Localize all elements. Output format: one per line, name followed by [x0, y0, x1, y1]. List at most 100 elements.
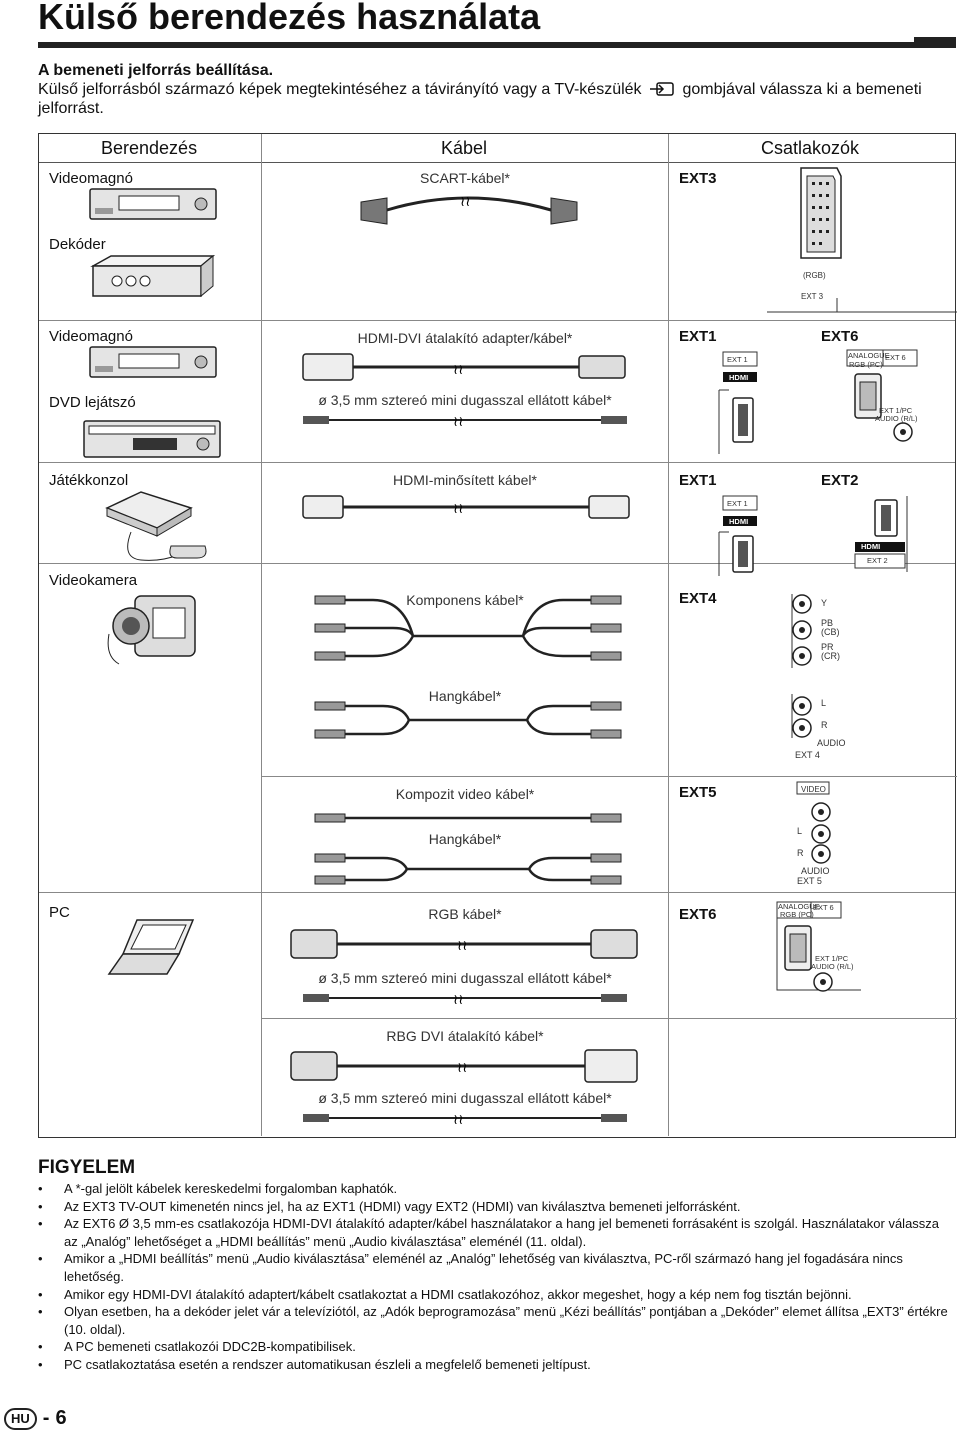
note-item: Amikor a „HDMI beállítás” menü „Audio ki…	[38, 1250, 954, 1285]
header-cable: Kábel	[441, 138, 488, 158]
port-label-l: L	[821, 698, 827, 708]
port-label-cr: (CR)	[821, 651, 840, 661]
port-label-ext3: EXT 3	[801, 292, 824, 301]
port-label-rgb: (RGB)	[803, 271, 826, 280]
cable-label-mini-jack: ø 3,5 mm sztereó mini dugasszal ellátott…	[318, 1090, 612, 1106]
vcr-illustration	[89, 188, 217, 220]
svg-text:≀≀: ≀≀	[457, 938, 468, 954]
port-label-cb: (CB)	[821, 627, 840, 637]
terminal-ext6: EXT6	[679, 906, 717, 923]
device-decoder: Dekóder	[49, 236, 106, 253]
notes-heading: FIGYELEM	[38, 1157, 136, 1178]
port-label-video: VIDEO	[801, 785, 826, 794]
composite-cable	[314, 813, 622, 823]
port-label-r: R	[797, 848, 804, 858]
note-item: Amikor egy HDMI-DVI átalakító adaptert/k…	[38, 1286, 954, 1304]
section-subheading: A bemeneti jelforrás beállítása.	[38, 62, 274, 79]
port-label-ext6: EXT 6	[813, 903, 834, 912]
port-label-ext5: EXT 5	[797, 876, 822, 886]
header-equipment: Berendezés	[101, 138, 198, 158]
audio-cable	[314, 701, 622, 739]
cable-label-mini-jack: ø 3,5 mm sztereó mini dugasszal ellátott…	[318, 392, 612, 408]
port-label-ext2: EXT 2	[867, 556, 888, 565]
page-footer: HU - 6	[4, 1407, 67, 1430]
notes-list: A *-gal jelölt kábelek kereskedelmi forg…	[38, 1180, 954, 1374]
dvd-player-illustration	[83, 420, 221, 458]
header-divider	[39, 162, 955, 163]
port-label-pr: PR	[821, 642, 834, 652]
column-divider	[668, 134, 669, 1136]
scart-port	[800, 167, 842, 259]
port-label-audio: AUDIO	[801, 866, 830, 876]
svg-text:≀≀: ≀≀	[453, 1112, 464, 1128]
port-label-ext1: EXT 1	[727, 499, 748, 508]
vcr-illustration	[89, 346, 217, 378]
row-divider	[39, 563, 955, 564]
hdmi-port-ext1	[718, 351, 758, 454]
rgb-dvi-cable: ≀≀	[290, 1049, 638, 1083]
hdmi-logo: HDMI	[729, 517, 749, 526]
laptop-illustration	[107, 919, 195, 975]
cable-label-rgb: RGB kábel*	[428, 906, 502, 922]
svg-text:≀≀: ≀≀	[453, 362, 464, 378]
mini-jack-cable: ≀≀	[303, 1112, 627, 1128]
port-bracket	[767, 298, 957, 313]
row-divider	[39, 462, 955, 463]
port-label-rgb-pc: RGB (PC)	[849, 360, 883, 369]
device-pc: PC	[49, 904, 70, 921]
svg-text:≀≀: ≀≀	[460, 194, 471, 210]
terminal-ext2: EXT2	[821, 472, 859, 489]
header-terminals: Csatlakozók	[761, 138, 860, 158]
composite-audio-ports	[796, 781, 831, 864]
component-cable	[314, 595, 622, 661]
terminal-ext1: EXT1	[679, 472, 717, 489]
cable-label-hdmi-dvi: HDMI-DVI átalakító adapter/kábel*	[357, 330, 573, 346]
decoder-illustration	[90, 254, 216, 298]
game-console-illustration	[105, 491, 207, 561]
terminal-ext6: EXT6	[821, 328, 859, 345]
svg-text:≀≀: ≀≀	[457, 1060, 468, 1076]
note-item: Az EXT6 Ø 3,5 mm-es csatlakozója HDMI-DV…	[38, 1215, 954, 1250]
port-label-ext6: EXT 6	[885, 353, 906, 362]
input-source-icon	[650, 82, 674, 96]
cable-label-scart: SCART-kábel*	[419, 170, 511, 186]
port-label-analogue: ANALOGUE	[778, 902, 820, 911]
cable-label-mini-jack: ø 3,5 mm sztereó mini dugasszal ellátott…	[318, 970, 612, 986]
row-divider	[261, 1018, 957, 1019]
hdmi-logo: HDMI	[861, 542, 881, 551]
component-audio-ports	[791, 594, 812, 738]
cable-label-hdmi: HDMI-minősített kábel*	[393, 472, 537, 488]
note-item: Olyan esetben, ha a dekóder jelet vár a …	[38, 1303, 954, 1338]
mini-jack-cable: ≀≀	[303, 992, 627, 1008]
row-divider	[39, 320, 955, 321]
hdmi-cable: ≀≀	[302, 495, 630, 519]
hdmi-dvi-cable: ≀≀	[302, 353, 626, 381]
port-label-y: Y	[821, 598, 828, 608]
vga-port-ext6	[776, 901, 861, 992]
port-label-ext1pc: EXT 1/PC	[815, 954, 849, 963]
cable-label-audio: Hangkábel*	[428, 831, 502, 847]
svg-text:≀≀: ≀≀	[453, 414, 464, 430]
cable-label-component: Komponens kábel*	[406, 592, 524, 608]
terminal-ext3: EXT3	[679, 170, 717, 187]
terminal-ext1: EXT1	[679, 328, 717, 345]
port-label-pb: PB	[821, 618, 834, 628]
terminal-ext5: EXT5	[679, 784, 717, 801]
note-item: A PC bemeneti csatlakozói DDC2B-kompatib…	[38, 1338, 954, 1356]
audio-cable	[314, 853, 622, 885]
vga-port-ext6	[846, 349, 918, 442]
port-label-ext1: EXT 1	[727, 355, 748, 364]
mini-jack-cable: ≀≀	[303, 414, 627, 430]
page-title: Külső berendezés használata	[38, 0, 541, 37]
port-label-ext4: EXT 4	[795, 750, 820, 760]
column-divider	[261, 134, 262, 1136]
hdmi-port-ext2	[854, 496, 908, 572]
svg-text:≀≀: ≀≀	[453, 501, 464, 517]
svg-text:≀≀: ≀≀	[453, 992, 464, 1008]
cable-label-audio: Hangkábel*	[428, 688, 502, 704]
device-vcr: Videomagnó	[49, 328, 133, 345]
note-item: A *-gal jelölt kábelek kereskedelmi forg…	[38, 1180, 954, 1198]
row-divider	[39, 892, 955, 893]
cable-label-composite: Kompozit video kábel*	[395, 786, 535, 802]
device-game-console: Játékkonzol	[49, 472, 129, 489]
